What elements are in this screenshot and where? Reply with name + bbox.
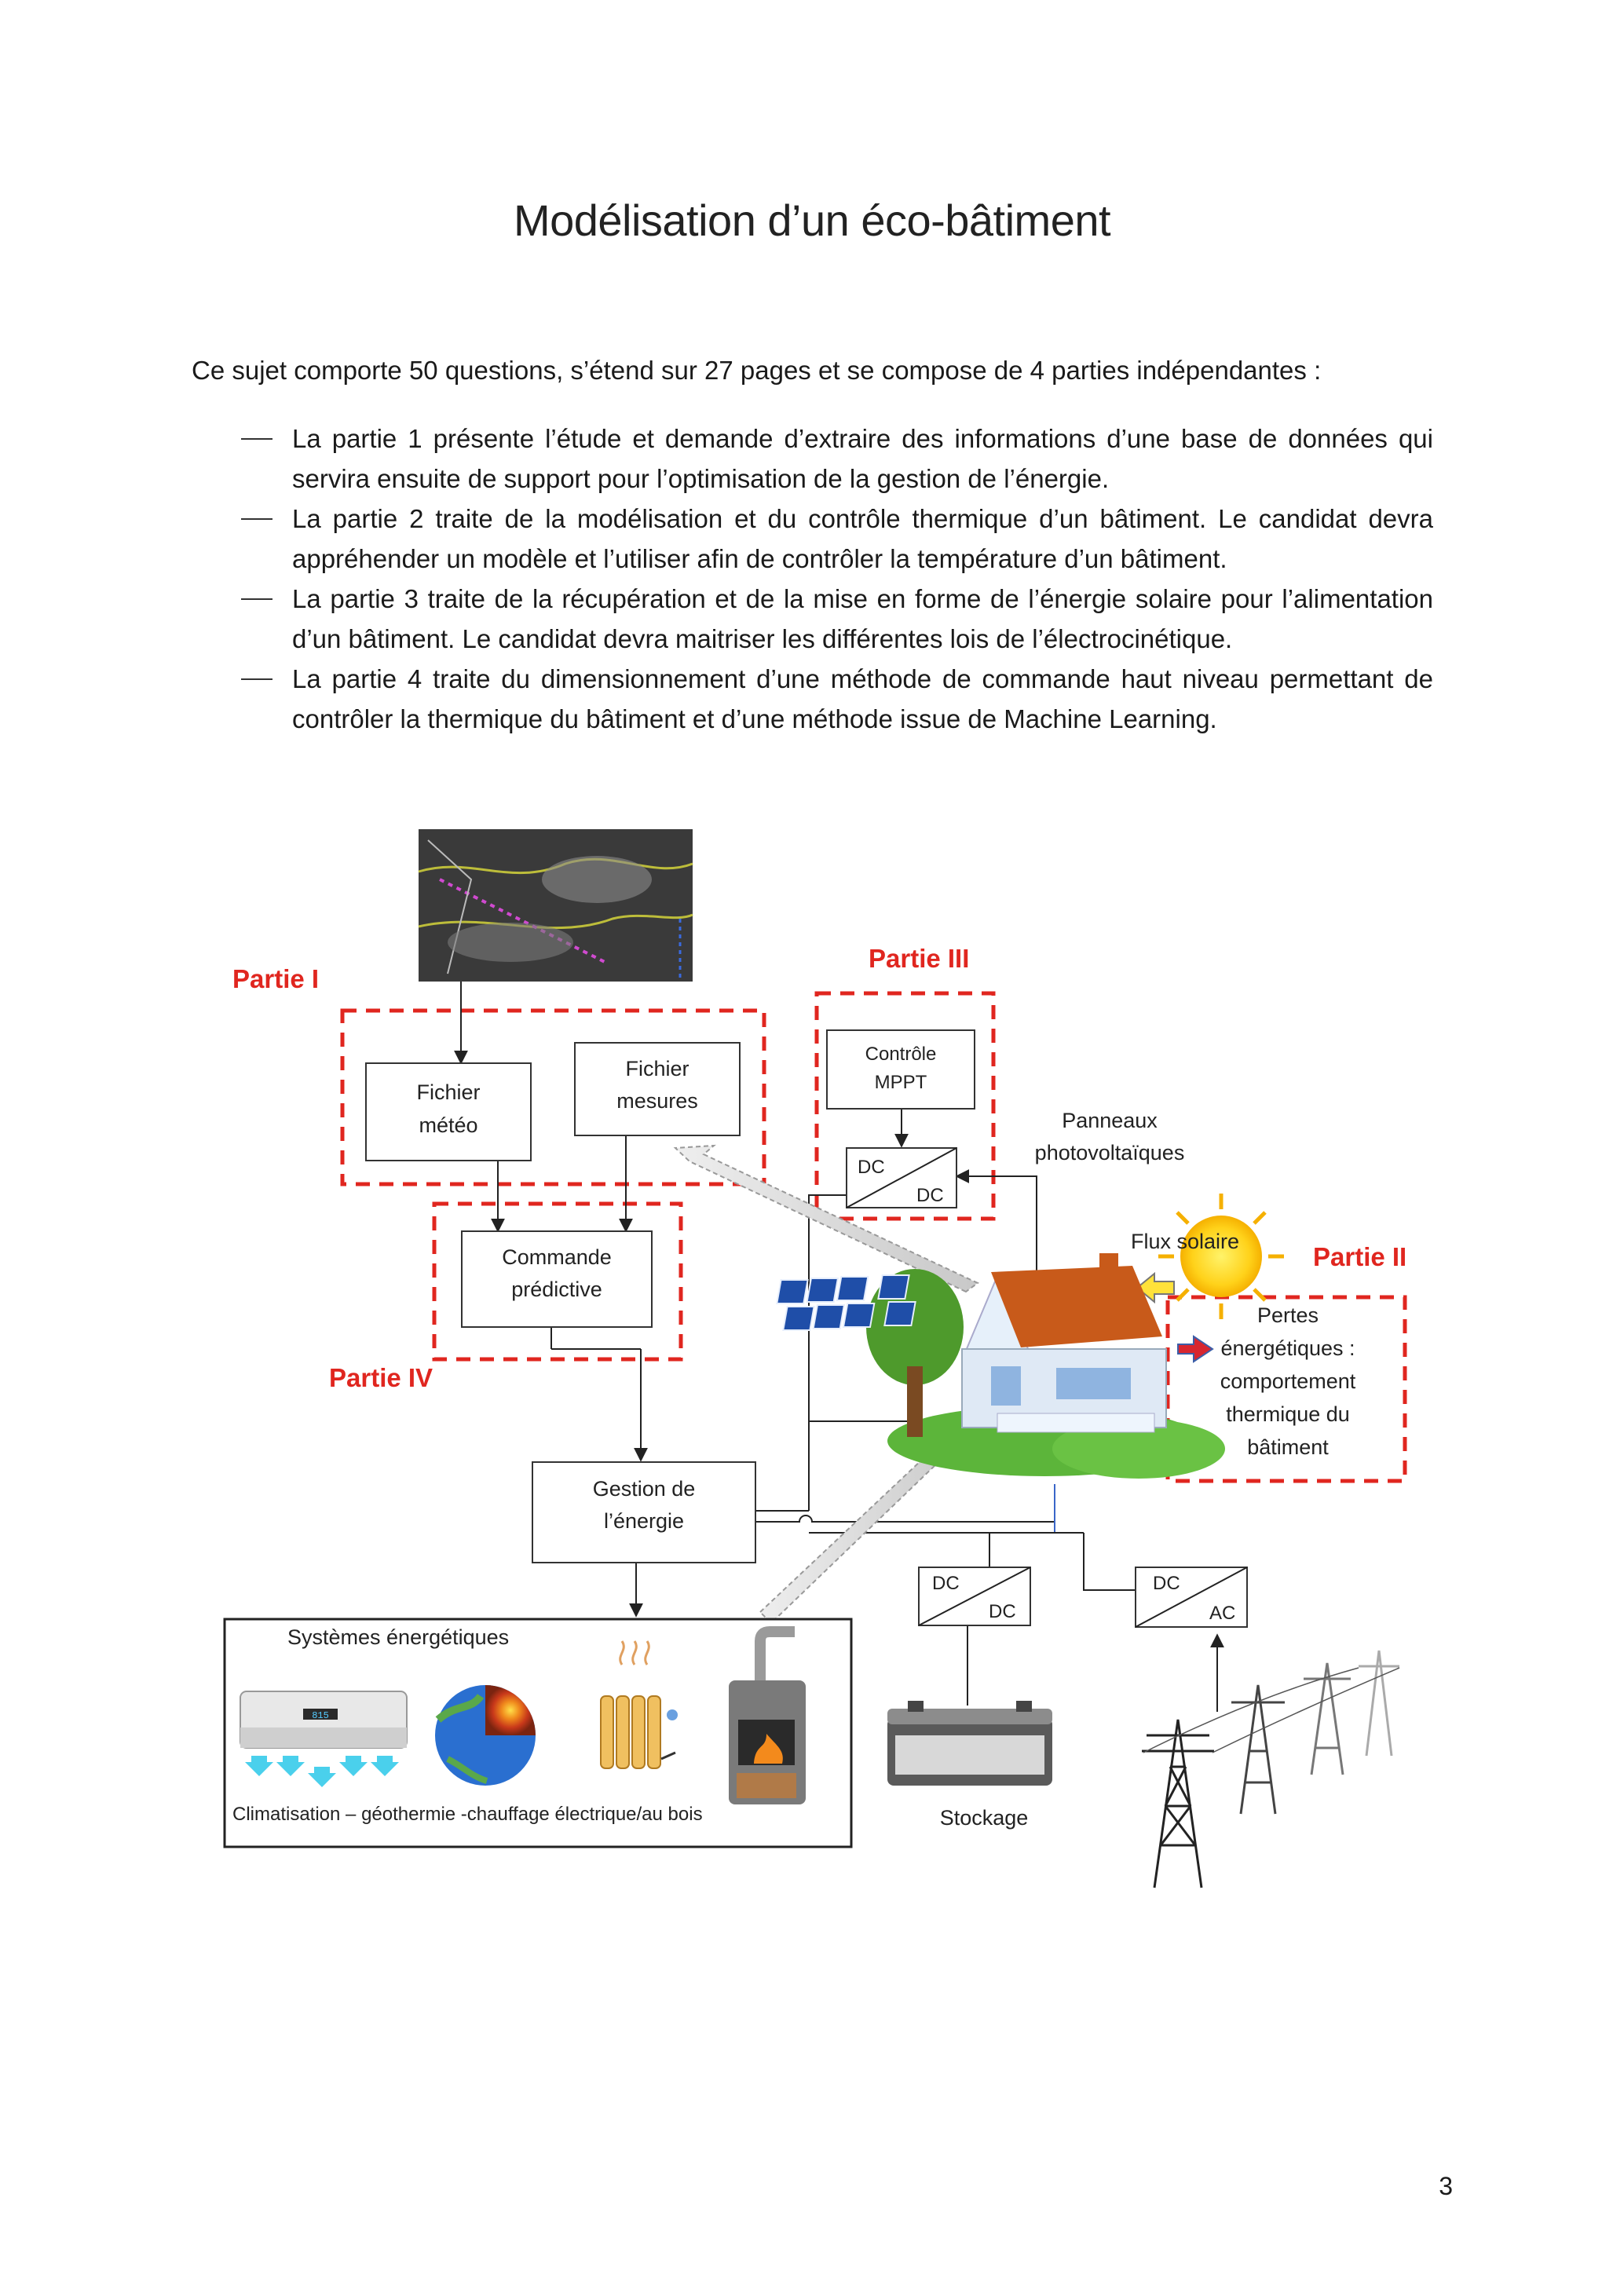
partie-i-frame	[340, 1008, 766, 1186]
fichier-mesures-line1: Fichier	[625, 1057, 689, 1080]
heat-loss-arrow-icon	[1177, 1335, 1214, 1363]
fichier-mesures-box: Fichier mesures	[574, 1042, 741, 1136]
dc-dc-converter-mppt: DC DC	[846, 1147, 957, 1208]
dc-label: DC	[858, 1157, 885, 1178]
commande-predictive-box: Commande prédictive	[461, 1230, 653, 1328]
partie-iii-label: Partie III	[869, 944, 969, 973]
eco-house-illustration	[776, 1253, 1225, 1479]
air-conditioner-icon: 815	[240, 1691, 408, 1787]
earth-core-icon	[435, 1685, 536, 1786]
fichier-mesures-line2: mesures	[616, 1089, 698, 1113]
battery-icon	[887, 1701, 1052, 1786]
list-item-text: La partie 3 traite de la récupération et…	[292, 584, 1433, 653]
ac-label: AC	[1209, 1603, 1235, 1624]
pertes-line2: énergétiques :	[1220, 1336, 1355, 1360]
dc-label: DC	[932, 1573, 960, 1594]
panneaux-label-line2: photovoltaïques	[1035, 1141, 1185, 1164]
gestion-energie-line1: Gestion de	[593, 1477, 696, 1501]
flux-solaire-label: Flux solaire	[1131, 1230, 1239, 1253]
list-item: La partie 1 présente l’étude et demande …	[241, 419, 1433, 499]
list-item: La partie 2 traite de la modélisation et…	[241, 499, 1433, 579]
dc-label: DC	[989, 1601, 1016, 1622]
systemes-energetiques-title: Systèmes énergétiques	[287, 1625, 509, 1649]
intro-paragraph: Ce sujet comporte 50 questions, s’étend …	[192, 356, 1322, 385]
controle-mppt-line2: MPPT	[875, 1072, 927, 1093]
ac-display: 815	[312, 1710, 329, 1721]
pertes-line3: comportement	[1220, 1369, 1356, 1393]
gestion-energie-line2: l’énergie	[604, 1509, 684, 1533]
panneaux-label-line1: Panneaux	[1062, 1109, 1158, 1132]
dc-ac-inverter: DC AC	[1135, 1567, 1248, 1628]
systemes-caption: Climatisation – géothermie -chauffage él…	[232, 1804, 703, 1825]
electric-radiator-icon	[600, 1640, 678, 1769]
power-pylons-icon	[1142, 1650, 1400, 1888]
dash-bullet	[241, 598, 272, 600]
partie-i-label: Partie I	[232, 964, 319, 993]
list-item: La partie 4 traite du dimensionnement d’…	[241, 659, 1433, 739]
pertes-line4: thermique du	[1226, 1402, 1350, 1426]
dc-dc-converter-storage: DC DC	[918, 1567, 1031, 1626]
partie-ii-frame	[1165, 1295, 1407, 1483]
partie-iii-frame	[814, 991, 996, 1221]
dash-bullet	[241, 678, 272, 680]
partie-iv-label: Partie IV	[329, 1363, 433, 1392]
partie-iv-frame	[432, 1201, 683, 1362]
solar-flux-arrow-icon	[1136, 1271, 1175, 1304]
controle-mppt-box: Contrôle MPPT	[826, 1029, 975, 1110]
list-item-text: La partie 4 traite du dimensionnement d’…	[292, 664, 1433, 733]
dc-label: DC	[916, 1185, 944, 1206]
pertes-line1: Pertes	[1257, 1303, 1319, 1327]
page-number: 3	[1439, 2172, 1453, 2200]
partie-ii-label: Partie II	[1313, 1242, 1406, 1271]
gestion-energie-box: Gestion de l’énergie	[532, 1461, 756, 1563]
pertes-line5: bâtiment	[1247, 1435, 1329, 1459]
dash-bullet	[241, 438, 272, 440]
list-item: La partie 3 traite de la récupération et…	[241, 579, 1433, 659]
dc-label: DC	[1153, 1573, 1180, 1594]
dash-bullet	[241, 518, 272, 520]
page-title: Modélisation d’un éco-bâtiment	[513, 196, 1111, 245]
parts-list: La partie 1 présente l’étude et demande …	[241, 419, 1433, 739]
fichier-meteo-line2: météo	[419, 1113, 477, 1137]
fichier-meteo-box: Fichier météo	[365, 1062, 532, 1161]
list-item-text: La partie 1 présente l’étude et demande …	[292, 424, 1433, 493]
fichier-meteo-line1: Fichier	[416, 1080, 480, 1104]
satellite-image	[418, 829, 693, 982]
wood-stove-icon	[729, 1626, 806, 1804]
stockage-label: Stockage	[940, 1806, 1029, 1830]
commande-predictive-line2: prédictive	[511, 1278, 602, 1301]
list-item-text: La partie 2 traite de la modélisation et…	[292, 504, 1433, 573]
sun-icon	[1158, 1194, 1284, 1319]
controle-mppt-line1: Contrôle	[865, 1044, 937, 1065]
commande-predictive-line1: Commande	[502, 1245, 612, 1269]
gray-arrow-to-mesures	[673, 1144, 979, 1293]
